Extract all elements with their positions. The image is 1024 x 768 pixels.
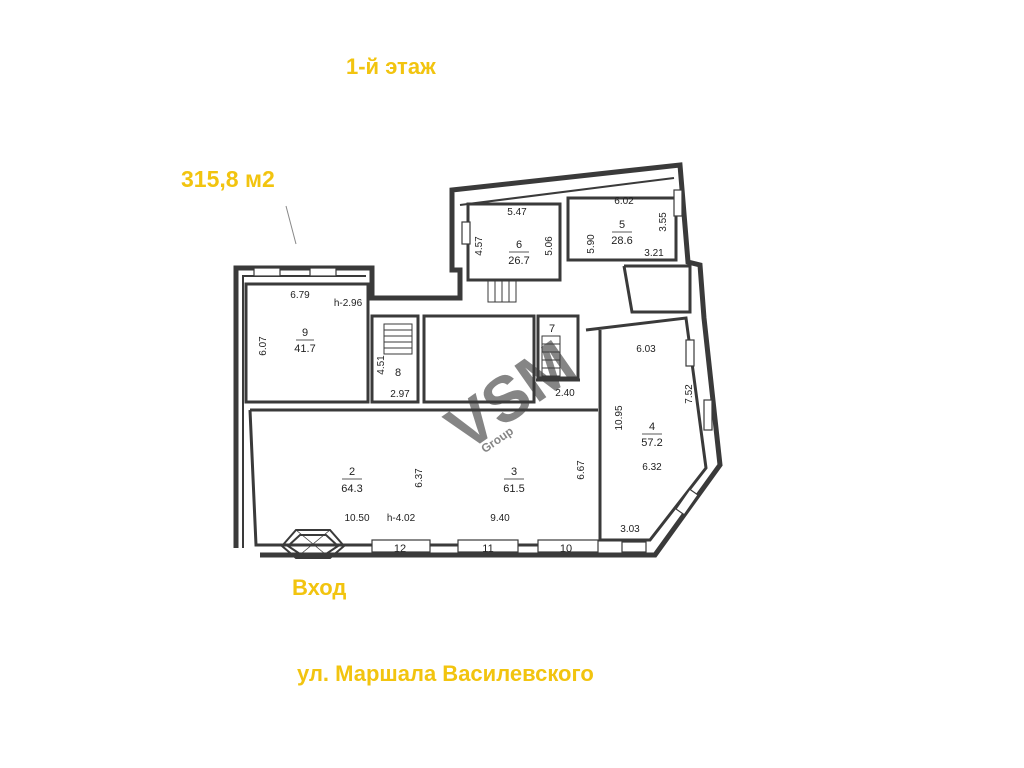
room-4-dim-left: 10.95: [614, 405, 625, 430]
room-3-dim-right: 6.67: [576, 460, 587, 480]
room-4-number: 4: [649, 421, 655, 433]
room-9-ceiling-height: h-2.96: [334, 298, 363, 309]
room-9-number: 9: [302, 327, 308, 339]
room-5-area: 28.6: [611, 235, 632, 247]
floor-title: 1-й этаж: [346, 54, 436, 79]
room-2-number: 2: [349, 466, 355, 478]
room-3-area: 61.5: [503, 483, 524, 495]
room-6-dim-right: 5.06: [544, 236, 555, 256]
exterior-walls: [233, 162, 723, 558]
room-12-number: 12: [394, 543, 406, 555]
room-2-area: 64.3: [341, 483, 362, 495]
room-2: 2 64.3 10.50 h-4.02: [341, 466, 415, 524]
room-9-area: 41.7: [294, 343, 315, 355]
room-3-number: 3: [511, 466, 517, 478]
room-6: 6 26.7 5.47 4.57 5.06: [474, 207, 555, 267]
total-area-label: 315,8 м2: [181, 166, 275, 192]
room-5-dim-left: 5.90: [586, 234, 597, 254]
room-4-dim-right: 7.52: [684, 384, 695, 404]
room-2-ceiling-height: h-4.02: [387, 513, 416, 524]
room-4-area: 57.2: [641, 437, 662, 449]
room-8: 8 4.51 2.97: [376, 355, 410, 400]
room-5-dim-bottom: 3.21: [644, 248, 664, 259]
street-label: ул. Маршала Василевского: [297, 661, 594, 686]
room-8-dim-width: 2.97: [390, 389, 410, 400]
room-6-area: 26.7: [508, 255, 529, 267]
room-7-number: 7: [549, 323, 555, 335]
room-5-dim-width: 6.02: [614, 196, 634, 207]
room-7-dim-width: 2.40: [555, 388, 575, 399]
room-3-dim-height: 6.37: [414, 468, 425, 488]
room-4-dim-mid: 6.32: [642, 462, 662, 473]
room-4-dim-bottom: 3.03: [620, 524, 640, 535]
room-9-dim-depth: 6.07: [258, 336, 269, 356]
room-3-dim-width: 9.40: [490, 513, 510, 524]
room-5-number: 5: [619, 219, 625, 231]
room-9-dim-width: 6.79: [290, 290, 310, 301]
room-7: 7 2.40: [549, 323, 575, 399]
room-6-dim-width: 5.47: [507, 207, 527, 218]
room-6-dim-left: 4.57: [474, 236, 485, 256]
room-8-dim-depth: 4.51: [376, 355, 387, 375]
entrance-label: Вход: [292, 575, 347, 600]
room-10-number: 10: [560, 543, 572, 555]
room-8-number: 8: [395, 367, 401, 379]
room-9: 9 41.7 6.79 h-2.96 6.07: [258, 290, 363, 356]
room-2-dim-width: 10.50: [344, 513, 369, 524]
area-pointer: [285, 205, 297, 245]
room-11-number: 11: [482, 543, 493, 555]
room-6-number: 6: [516, 239, 522, 251]
room-3: 3 61.5 6.37 6.67 9.40: [414, 460, 587, 524]
room-5-dim-right: 3.55: [658, 212, 669, 232]
room-4: 4 57.2 6.03 10.95 7.52 6.32 3.03: [614, 344, 695, 535]
windows: [253, 189, 713, 553]
staircases: [383, 279, 561, 377]
room-5: 5 28.6 6.02 5.90 3.55 3.21: [586, 196, 669, 259]
room-4-dim-top: 6.03: [636, 344, 656, 355]
entrance-bay: [280, 529, 346, 559]
